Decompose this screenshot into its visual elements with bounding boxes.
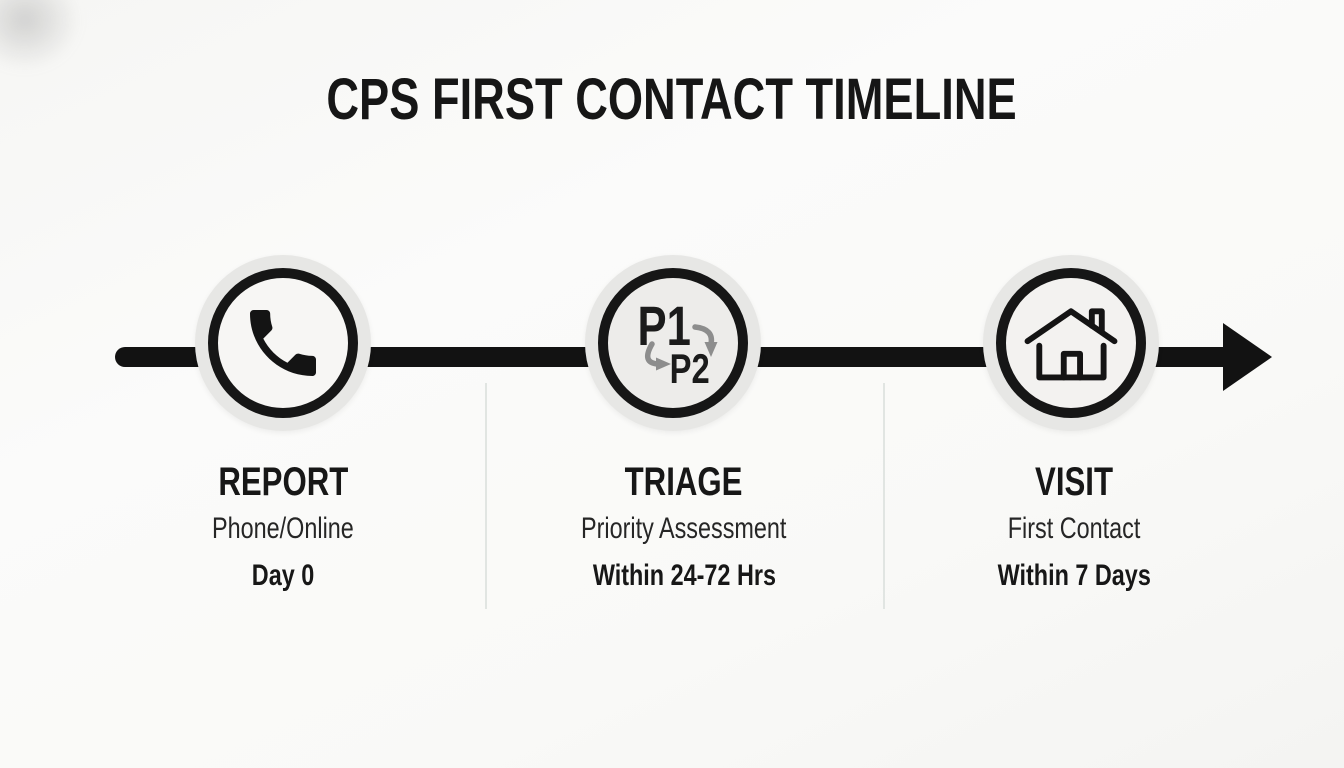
timeline-node-visit [983, 255, 1159, 431]
priority-p1-label: P1 [637, 294, 691, 357]
stage-timeframe: Within 7 Days [904, 558, 1244, 594]
timeline-node-report [195, 255, 371, 431]
priority-cycle-icon [644, 324, 718, 371]
timeline-node-triage: P1 P2 [585, 255, 761, 431]
page-title-text: CPS FIRST CONTACT TIMELINE [326, 67, 1018, 132]
stage-timeframe-text: Within 24-72 Hrs [592, 559, 776, 592]
stage-sublabel: Priority Assessment [514, 511, 854, 547]
stage-label-text: VISIT [1034, 460, 1114, 504]
node-ring [996, 268, 1146, 418]
section-divider [485, 383, 487, 609]
node-ring: P1 P2 [598, 268, 748, 418]
stage-timeframe: Within 24-72 Hrs [514, 558, 854, 594]
stage-sublabel: Phone/Online [113, 511, 453, 547]
stage-block-report: REPORT Phone/Online Day 0 [113, 458, 453, 594]
stage-timeframe-text: Within 7 Days [997, 559, 1151, 592]
stage-label-text: TRIAGE [625, 460, 743, 504]
stage-sublabel-text: Priority Assessment [581, 512, 787, 545]
stage-block-triage: TRIAGE Priority Assessment Within 24-72 … [514, 458, 854, 594]
stage-timeframe: Day 0 [113, 558, 453, 594]
section-divider [883, 383, 885, 609]
priority-p2-label: P2 [669, 345, 710, 392]
stage-label-text: REPORT [217, 460, 349, 504]
stage-sublabel-text: Phone/Online [212, 512, 354, 545]
stage-sublabel-text: First Contact [1007, 512, 1141, 545]
stage-timeframe-text: Day 0 [251, 559, 315, 592]
photo-corner-artifact [0, 0, 80, 70]
stage-label: REPORT [113, 458, 453, 506]
node-ring [208, 268, 358, 418]
stage-sublabel: First Contact [904, 511, 1244, 547]
page-title: CPS FIRST CONTACT TIMELINE [0, 66, 1344, 133]
phone-icon [250, 310, 316, 376]
stage-label: TRIAGE [514, 458, 854, 506]
arrow-right-icon [1223, 323, 1272, 391]
stage-block-visit: VISIT First Contact Within 7 Days [904, 458, 1244, 594]
stage-label: VISIT [904, 458, 1244, 506]
home-icon [1024, 308, 1118, 381]
